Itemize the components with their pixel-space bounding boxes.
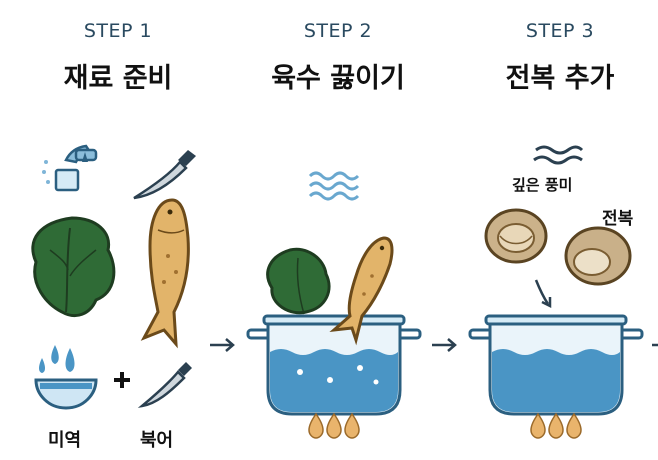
curved-arrow-icon (534, 279, 552, 309)
step-2-title: 육수 끓이기 (271, 63, 405, 94)
abalone-shell-icon-2 (564, 226, 632, 286)
seaweed-in-pot-icon (266, 247, 331, 315)
abalone-shell-icon-1 (484, 208, 548, 264)
plus-icon (114, 372, 130, 388)
water-bowl-icon (34, 345, 98, 410)
step-1-label: STEP 1 (83, 20, 153, 42)
burner-flames-icon-step2 (308, 413, 360, 439)
abalone-caption: 전복 (602, 209, 634, 229)
knife-small-icon (137, 362, 192, 408)
step-1-title: 재료 준비 (63, 63, 173, 94)
flavor-caption: 깊은 풍미 (512, 176, 573, 194)
seaweed-icon (31, 216, 116, 317)
arrow-icon-2 (432, 338, 457, 352)
seaweed-caption: 미역 (48, 430, 82, 451)
fish-in-pot-icon (329, 236, 394, 346)
step-3-label: STEP 3 (525, 20, 595, 42)
flavor-waves-icon (533, 145, 584, 165)
step-3-title: 전복 추가 (505, 63, 615, 94)
pot-icon-step3 (468, 314, 644, 416)
faucet-icon (42, 144, 98, 192)
knife-icon (133, 150, 196, 200)
arrow-icon-1 (210, 338, 235, 352)
pot-icon-step2 (246, 314, 422, 416)
steam-waves-icon (308, 171, 360, 201)
fish-icon (140, 198, 190, 349)
burner-flames-icon-step3 (530, 413, 582, 439)
step-2-label: STEP 2 (303, 20, 373, 42)
fish-caption: 북어 (140, 430, 174, 451)
